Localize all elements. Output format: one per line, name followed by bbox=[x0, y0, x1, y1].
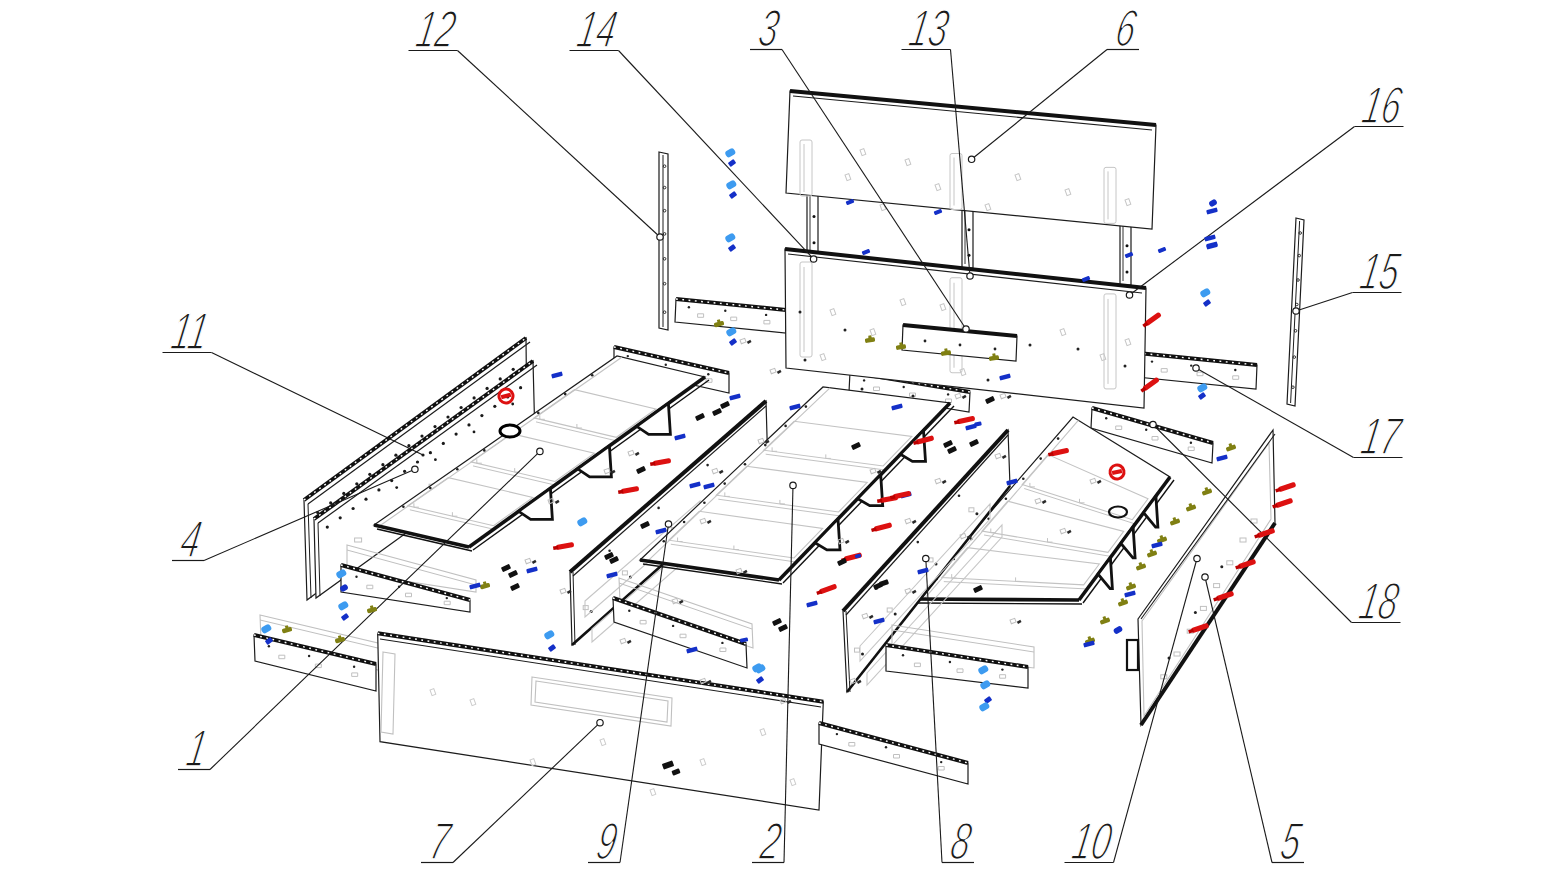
svg-text:11: 11 bbox=[167, 302, 213, 359]
svg-text:16: 16 bbox=[1358, 76, 1406, 133]
svg-text:8: 8 bbox=[947, 812, 976, 869]
svg-text:7: 7 bbox=[426, 812, 457, 869]
svg-text:15: 15 bbox=[1356, 242, 1404, 299]
svg-text:12: 12 bbox=[412, 0, 460, 57]
svg-text:10: 10 bbox=[1068, 812, 1116, 869]
svg-text:14: 14 bbox=[573, 0, 621, 57]
svg-text:5: 5 bbox=[1277, 812, 1306, 869]
svg-text:17: 17 bbox=[1357, 407, 1407, 464]
svg-text:4: 4 bbox=[177, 510, 206, 567]
svg-text:18: 18 bbox=[1355, 572, 1403, 629]
svg-text:6: 6 bbox=[1112, 0, 1141, 57]
svg-text:3: 3 bbox=[755, 0, 784, 57]
svg-text:2: 2 bbox=[756, 812, 786, 869]
svg-text:9: 9 bbox=[593, 812, 622, 869]
svg-text:1: 1 bbox=[183, 719, 212, 776]
svg-text:13: 13 bbox=[905, 0, 953, 57]
